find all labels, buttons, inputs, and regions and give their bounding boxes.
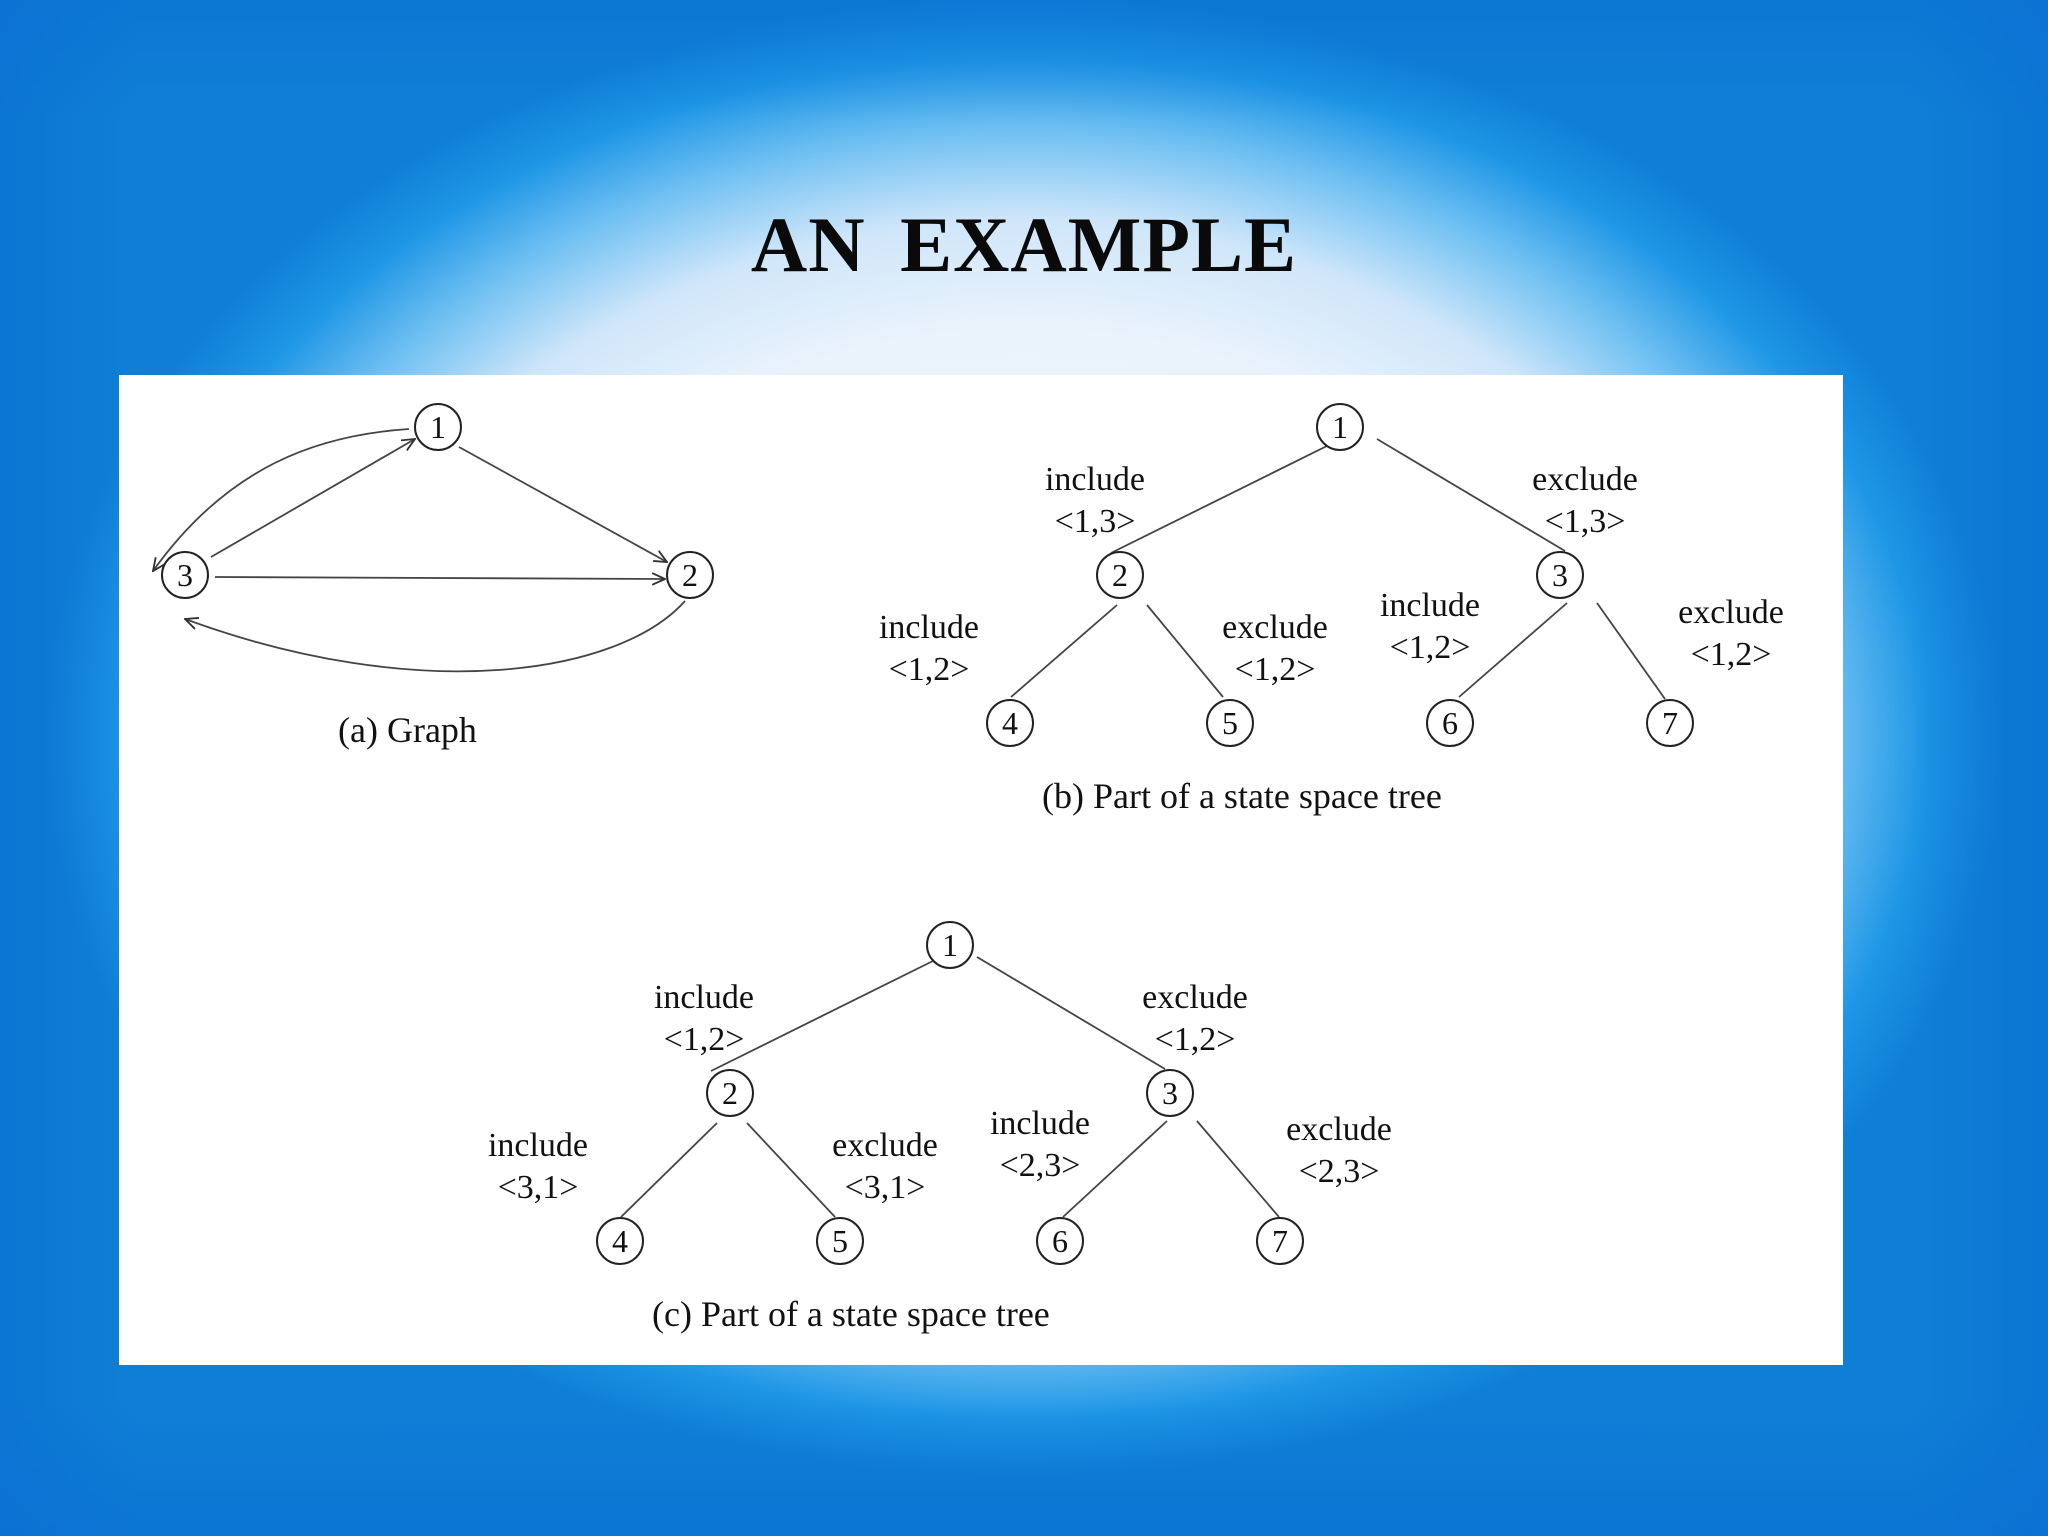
edge-3-to-2 <box>214 577 665 579</box>
graph-a-node-1: 1 <box>414 403 462 451</box>
tree-c: 1 2 3 4 5 6 7 <box>488 921 1392 1334</box>
tree-b-node-6: 6 <box>1426 699 1474 747</box>
tree-c-label-1-2-action: include <box>654 979 754 1016</box>
tree-c-node-2: 2 <box>706 1069 754 1117</box>
tree-b-edge-2-5 <box>1146 604 1224 698</box>
tree-c-node-7-label: 7 <box>1272 1223 1288 1259</box>
tree-b-node-7: 7 <box>1646 699 1694 747</box>
tree-c-node-1-label: 1 <box>942 927 958 963</box>
tree-b-label-2-5-pair: <1,2> <box>1235 651 1316 688</box>
tree-c-node-2-label: 2 <box>722 1075 738 1111</box>
tree-c-edge-1-3 <box>976 956 1166 1070</box>
graph-a-node-2: 2 <box>666 551 714 599</box>
tree-b-edge-1-2 <box>1110 438 1342 554</box>
tree-c-edge-1-2 <box>710 956 942 1072</box>
tree-b-label-3-7-pair: <1,2> <box>1691 636 1772 673</box>
graph-a-caption: (a) Graph <box>338 710 477 750</box>
graph-a: 1 2 3 (a) Graph <box>153 403 714 750</box>
diagram-svg: 1 2 3 (a) Graph 1 <box>119 403 1784 1334</box>
tree-c-label-2-4-pair: <3,1> <box>498 1169 579 1206</box>
tree-c-node-4: 4 <box>596 1217 644 1265</box>
graph-a-node-1-label: 1 <box>430 409 446 445</box>
tree-b-node-4-label: 4 <box>1002 705 1018 741</box>
tree-b-node-2: 2 <box>1096 551 1144 599</box>
tree-b-node-5: 5 <box>1206 699 1254 747</box>
tree-b: 1 2 3 4 5 6 7 <box>879 403 1784 816</box>
graph-a-node-2-label: 2 <box>682 557 698 593</box>
tree-b-edge-3-6 <box>1458 602 1568 698</box>
tree-c-label-1-3-pair: <1,2> <box>1155 1021 1236 1058</box>
tree-c-edge-3-7 <box>1196 1120 1280 1218</box>
tree-c-label-1-3-action: exclude <box>1142 979 1248 1016</box>
tree-b-node-3: 3 <box>1536 551 1584 599</box>
tree-b-node-7-label: 7 <box>1662 705 1678 741</box>
tree-c-edge-2-5 <box>746 1122 836 1218</box>
tree-b-node-1: 1 <box>1316 403 1364 451</box>
tree-b-edge-3-7 <box>1596 602 1666 700</box>
tree-c-label-2-4-action: include <box>488 1127 588 1164</box>
tree-c-node-6: 6 <box>1036 1217 1084 1265</box>
tree-c-label-3-7-pair: <2,3> <box>1299 1153 1380 1190</box>
tree-b-caption: (b) Part of a state space tree <box>1042 776 1442 816</box>
tree-c-node-6-label: 6 <box>1052 1223 1068 1259</box>
edge-1-to-3 <box>153 428 410 571</box>
tree-c-label-3-6-action: include <box>990 1105 1090 1142</box>
tree-b-label-3-6-pair: <1,2> <box>1390 629 1471 666</box>
tree-c-caption: (c) Part of a state space tree <box>652 1294 1050 1334</box>
tree-b-label-1-2-pair: <1,3> <box>1055 503 1136 540</box>
tree-c-label-3-7-action: exclude <box>1286 1111 1392 1148</box>
tree-b-label-1-3-pair: <1,3> <box>1545 503 1626 540</box>
tree-b-label-1-3-action: exclude <box>1532 461 1638 498</box>
tree-c-node-5-label: 5 <box>832 1223 848 1259</box>
tree-b-node-6-label: 6 <box>1442 705 1458 741</box>
tree-b-edge-2-4 <box>1010 604 1118 698</box>
tree-c-node-7: 7 <box>1256 1217 1304 1265</box>
tree-b-node-2-label: 2 <box>1112 557 1128 593</box>
tree-b-node-4: 4 <box>986 699 1034 747</box>
tree-b-label-2-4-pair: <1,2> <box>889 651 970 688</box>
tree-b-node-5-label: 5 <box>1222 705 1238 741</box>
tree-b-label-2-4-action: include <box>879 609 979 646</box>
edge-3-to-1 <box>210 439 415 558</box>
tree-b-label-3-7-action: exclude <box>1678 594 1784 631</box>
tree-b-label-1-2-action: include <box>1045 461 1145 498</box>
tree-b-label-2-5-action: exclude <box>1222 609 1328 646</box>
tree-c-label-2-5-pair: <3,1> <box>845 1169 926 1206</box>
tree-b-edge-1-3 <box>1376 438 1566 552</box>
tree-c-edge-2-4 <box>620 1122 718 1218</box>
tree-b-label-3-6-action: include <box>1380 587 1480 624</box>
tree-b-node-3-label: 3 <box>1552 557 1568 593</box>
graph-a-node-3-label: 3 <box>177 557 193 593</box>
tree-c-label-2-5-action: exclude <box>832 1127 938 1164</box>
graph-a-node-3: 3 <box>161 551 209 599</box>
tree-c-label-3-6-pair: <2,3> <box>1000 1147 1081 1184</box>
slide-title: AN EXAMPLE <box>750 201 1298 288</box>
tree-c-node-4-label: 4 <box>612 1223 628 1259</box>
edge-2-to-3 <box>185 600 686 673</box>
edge-1-to-2 <box>458 446 667 562</box>
diagram-panel: 1 2 3 (a) Graph 1 <box>119 375 1843 1365</box>
tree-c-label-1-2-pair: <1,2> <box>664 1021 745 1058</box>
tree-c-edge-3-6 <box>1062 1120 1168 1218</box>
tree-c-node-3-label: 3 <box>1162 1075 1178 1111</box>
tree-c-node-1: 1 <box>926 921 974 969</box>
tree-c-node-5: 5 <box>816 1217 864 1265</box>
tree-c-node-3: 3 <box>1146 1069 1194 1117</box>
tree-b-node-1-label: 1 <box>1332 409 1348 445</box>
